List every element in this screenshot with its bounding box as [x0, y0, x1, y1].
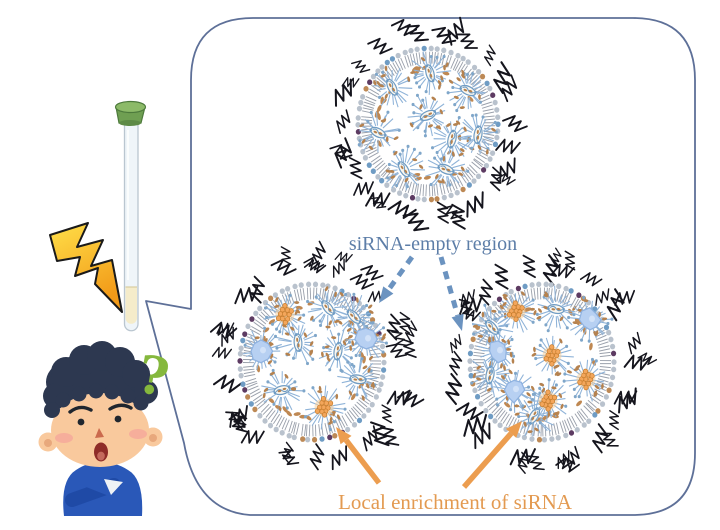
- solid-arrow-sirna-enrichment-2: [461, 421, 522, 489]
- micelle-normal: [385, 144, 425, 191]
- dashed-arrow-empty-region-2: [438, 256, 464, 331]
- dashed-arrow-empty-region-1: [379, 255, 415, 303]
- micelle-sirna: [562, 357, 606, 402]
- lipid-nanoparticles: [209, 16, 658, 475]
- nanoparticle-top: [329, 16, 528, 232]
- micelle-sirna: [494, 291, 539, 333]
- micelle-normal: [306, 286, 348, 331]
- micelle-normal: [357, 110, 401, 153]
- thinking-person: [38, 341, 163, 516]
- micelle-empty: [345, 317, 388, 361]
- micelle-empty: [567, 295, 614, 343]
- annotation-arrows: [336, 255, 522, 489]
- micelle-empty: [242, 326, 282, 371]
- nanoparticle-bottom-left: [209, 240, 425, 471]
- micelle-empty: [477, 328, 516, 373]
- label-local-enrichment: Local enrichment of siRNA: [338, 490, 573, 514]
- label-sirna-empty-region: siRNA-empty region: [349, 233, 517, 255]
- test-tube: [114, 100, 147, 332]
- micelle-normal: [337, 356, 378, 401]
- micelle-normal: [446, 69, 486, 113]
- question-mark-icon: ?: [133, 344, 174, 409]
- lightning-bolt-icon: [49, 222, 123, 313]
- micelle-sirna: [303, 385, 347, 432]
- micelle-sirna: [531, 335, 574, 377]
- micelle-normal: [536, 285, 577, 333]
- micelle-normal: [470, 353, 510, 398]
- micelle-normal: [410, 51, 452, 95]
- nanoparticle-bottom-right: [445, 247, 658, 475]
- micelle-normal: [261, 368, 306, 413]
- micelle-normal: [318, 328, 359, 372]
- micelle-normal: [471, 303, 514, 350]
- micelle-normal: [430, 115, 474, 161]
- micelle-empty: [493, 369, 535, 413]
- micelle-normal: [407, 93, 446, 138]
- micelle-sirna: [263, 293, 306, 336]
- solid-arrow-sirna-enrichment-1: [336, 427, 382, 485]
- micelle-sirna: [527, 378, 568, 425]
- micelle-normal: [457, 113, 498, 155]
- micelle-normal: [373, 65, 413, 108]
